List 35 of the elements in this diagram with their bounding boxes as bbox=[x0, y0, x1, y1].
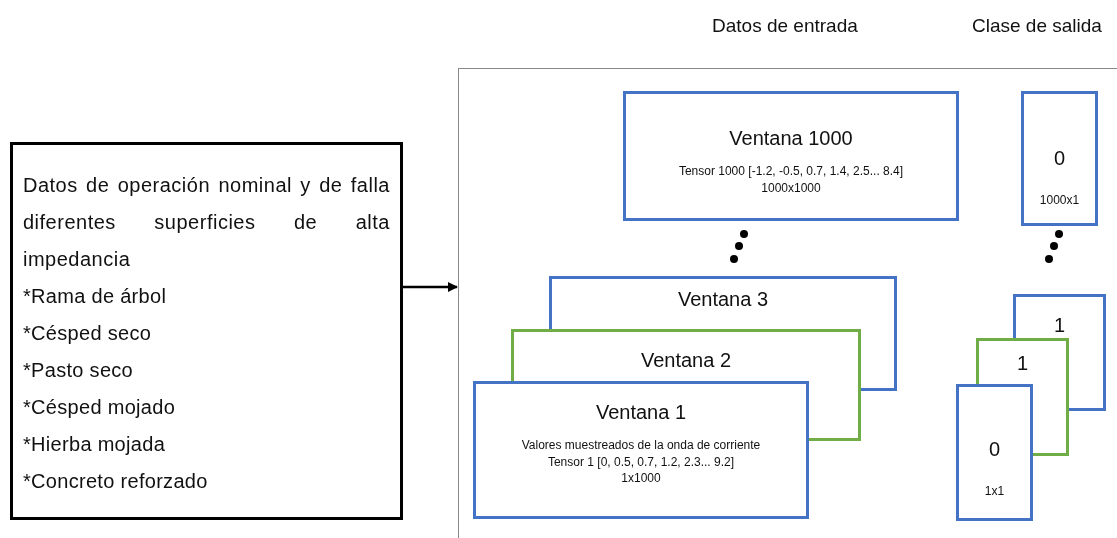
class-box bbox=[1021, 91, 1098, 226]
node-text: Tensor 1 [0, 0.5, 0.7, 1.2, 2.3... 9.2] bbox=[547, 453, 735, 470]
list-item: *Concreto reforzado bbox=[23, 469, 209, 494]
description-box bbox=[10, 142, 403, 520]
panel bbox=[458, 68, 1117, 538]
class-box bbox=[956, 384, 1033, 521]
window-box bbox=[623, 91, 959, 221]
node-text: Valores muestreados de la onda de corriente bbox=[521, 437, 761, 454]
list-item: *Hierba mojada bbox=[23, 432, 167, 457]
node-text: 1000x1 bbox=[1039, 192, 1080, 209]
node-title: Ventana 1000 bbox=[729, 126, 853, 151]
node-title: Ventana 3 bbox=[677, 287, 769, 312]
description-text: Datos de operación nominal y de falla diferentes superficies de alta impedancia bbox=[23, 173, 390, 272]
column-heading: Datos de entrada bbox=[712, 14, 858, 38]
class-box bbox=[1013, 294, 1106, 338]
node-title: 1 bbox=[1016, 351, 1029, 376]
window-box bbox=[549, 276, 897, 329]
node-title: 1 bbox=[1053, 313, 1066, 338]
node-text: 1x1000 bbox=[621, 470, 661, 487]
arrow bbox=[403, 282, 458, 292]
window-box bbox=[473, 381, 809, 519]
node-text: Tensor 1000 [-1.2, -0.5, 0.7, 1.4, 2.5... 8.4] bbox=[678, 163, 904, 180]
node-title: Ventana 1 bbox=[595, 400, 687, 425]
node-text: 1000x1000 bbox=[761, 179, 821, 196]
node-title: Ventana 2 bbox=[640, 348, 732, 373]
class-box bbox=[976, 338, 1069, 384]
list-item: *Rama de árbol bbox=[23, 284, 168, 309]
list-item: *Césped seco bbox=[23, 321, 153, 346]
node-title: 0 bbox=[988, 437, 1001, 462]
window-box bbox=[511, 329, 861, 381]
column-heading: Clase de salida bbox=[972, 14, 1102, 38]
list-item: *Césped mojado bbox=[23, 395, 177, 420]
node-title: 0 bbox=[1053, 146, 1066, 171]
list-item: *Pasto seco bbox=[23, 358, 135, 383]
node-text: 1x1 bbox=[984, 483, 1005, 500]
